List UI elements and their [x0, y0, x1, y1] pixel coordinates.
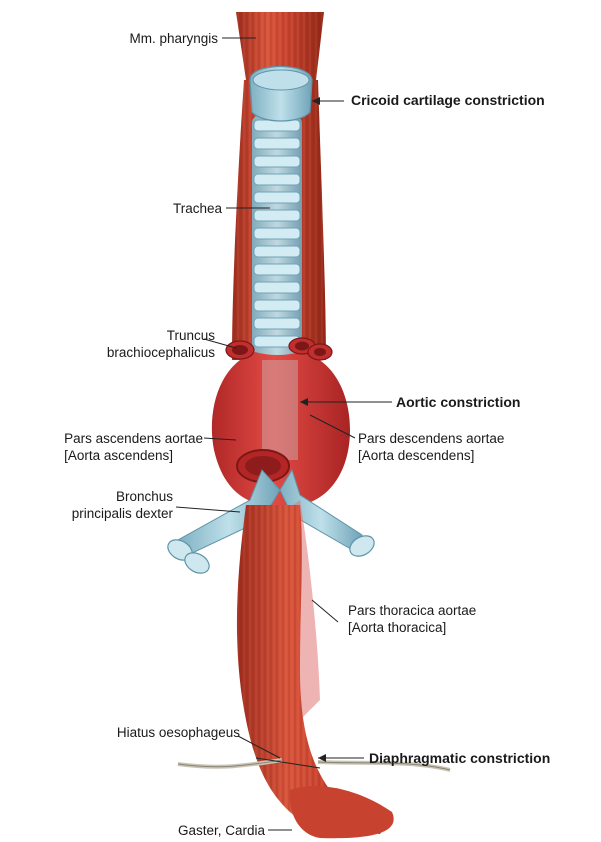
trachea-ring [254, 120, 300, 131]
label-mm-pharyngis: Mm. pharyngis [129, 30, 218, 47]
trachea-ring [254, 138, 300, 149]
label-truncus-brachiocephalicus: Truncus brachiocephalicus [107, 327, 215, 361]
trachea-ring [254, 228, 300, 239]
trachea-ring [254, 282, 300, 293]
trachea-ring [254, 300, 300, 311]
label-hiatus-oesophageus: Hiatus oesophageus [117, 724, 240, 741]
label-truncus-line2: brachiocephalicus [107, 344, 215, 361]
label-pars-thoracica-line2: [Aorta thoracica] [348, 619, 476, 636]
trachea-ring [254, 192, 300, 203]
label-pars-ascendens-line1: Pars ascendens aortae [64, 430, 203, 447]
trachea-ring [254, 156, 300, 167]
label-pars-thoracica-line1: Pars thoracica aortae [348, 602, 476, 619]
trachea-ring [254, 264, 300, 275]
label-trachea: Trachea [173, 200, 222, 217]
label-pars-ascendens-line2: [Aorta ascendens] [64, 447, 203, 464]
aortic-arch-shape [212, 338, 350, 505]
leader-line [312, 600, 338, 622]
label-diaphragmatic-constriction: Diaphragmatic constriction [369, 750, 550, 767]
leader-line [176, 507, 240, 512]
trachea-ring [254, 174, 300, 185]
label-pars-descendens-aortae: Pars descendens aortae [Aorta descendens… [358, 430, 504, 464]
label-gaster-cardia: Gaster, Cardia [178, 822, 265, 839]
trachea-shape [252, 115, 302, 355]
label-pars-descendens-line1: Pars descendens aortae [358, 430, 504, 447]
trachea-ring [254, 246, 300, 257]
label-bronchus-line2: principalis dexter [72, 505, 173, 522]
label-truncus-line1: Truncus [107, 327, 215, 344]
label-pars-ascendens-aortae: Pars ascendens aortae [Aorta ascendens] [64, 430, 203, 464]
label-pars-thoracica-aortae: Pars thoracica aortae [Aorta thoracica] [348, 602, 476, 636]
label-aortic-constriction: Aortic constriction [396, 394, 520, 411]
label-cricoid-cartilage-constriction: Cricoid cartilage constriction [351, 92, 545, 109]
label-bronchus-principalis-dexter: Bronchus principalis dexter [72, 488, 173, 522]
trachea-ring [254, 318, 300, 329]
trachea-ring [254, 210, 300, 221]
cricoid-cartilage-shape [250, 67, 312, 122]
label-bronchus-line1: Bronchus [72, 488, 173, 505]
label-pars-descendens-line2: [Aorta descendens] [358, 447, 504, 464]
